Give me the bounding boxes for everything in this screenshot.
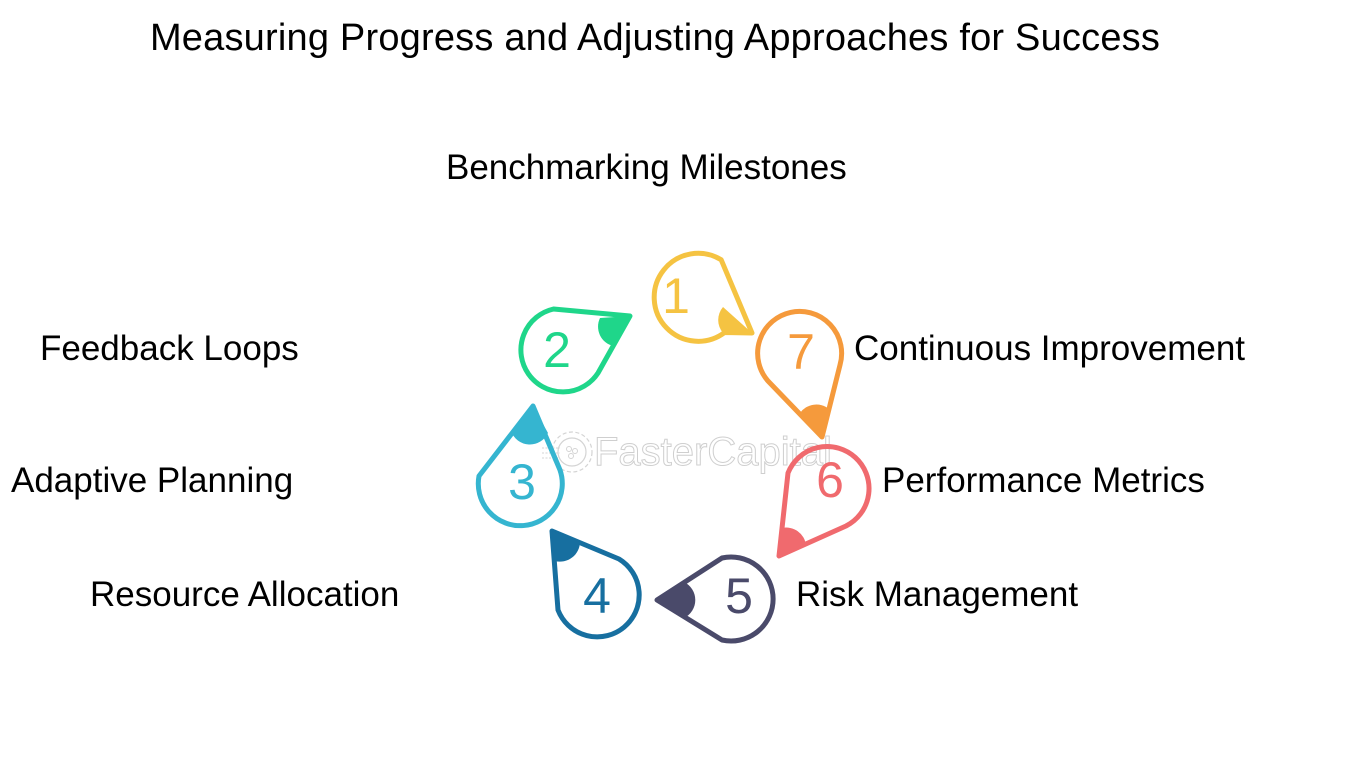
pin-wedge: [511, 406, 548, 445]
pin-outline: [549, 528, 642, 640]
step-pin-4: 4: [549, 528, 642, 640]
diagram-title: Measuring Progress and Adjusting Approac…: [149, 17, 1161, 59]
pin-wedge: [800, 404, 829, 437]
pin-outline: [475, 403, 565, 529]
step-number: 4: [583, 568, 611, 624]
step-number: 2: [543, 322, 571, 378]
pin-outline: [518, 306, 633, 395]
label-risk-management: Risk Management: [796, 575, 1079, 614]
step-pin-5: 5: [654, 554, 776, 644]
step-pin-2: 2: [518, 306, 633, 395]
label-adaptive-planning: Adaptive Planning: [11, 461, 294, 500]
pin-wedge: [598, 316, 630, 346]
label-continuous-improvement: Continuous Improvement: [854, 329, 1246, 368]
label-resource-allocation: Resource Allocation: [90, 575, 400, 614]
pin-wedge: [779, 527, 806, 556]
pin-wedge: [718, 307, 752, 333]
pin-outline: [755, 308, 845, 440]
step-pin-6: 6: [776, 444, 872, 559]
label-feedback-loops: Feedback Loops: [40, 329, 299, 368]
step-number: 5: [725, 568, 753, 624]
watermark-text: FasterCapital: [594, 430, 832, 474]
pin-wedge: [552, 531, 580, 562]
step-pin-7: 7: [755, 308, 845, 440]
gear-icon: [542, 431, 593, 473]
step-pin-1: 1: [651, 250, 755, 344]
pin-outline: [654, 554, 776, 644]
step-pin-3: 3: [475, 403, 565, 529]
step-number: 6: [816, 452, 844, 508]
step-number: 3: [508, 454, 536, 510]
step-number: 7: [787, 324, 815, 380]
pin-outline: [776, 444, 872, 559]
label-benchmarking-milestones: Benchmarking Milestones: [446, 148, 847, 187]
label-performance-metrics: Performance Metrics: [882, 461, 1205, 500]
pin-outline: [651, 250, 755, 344]
step-number: 1: [662, 268, 690, 324]
pin-wedge: [657, 582, 696, 618]
